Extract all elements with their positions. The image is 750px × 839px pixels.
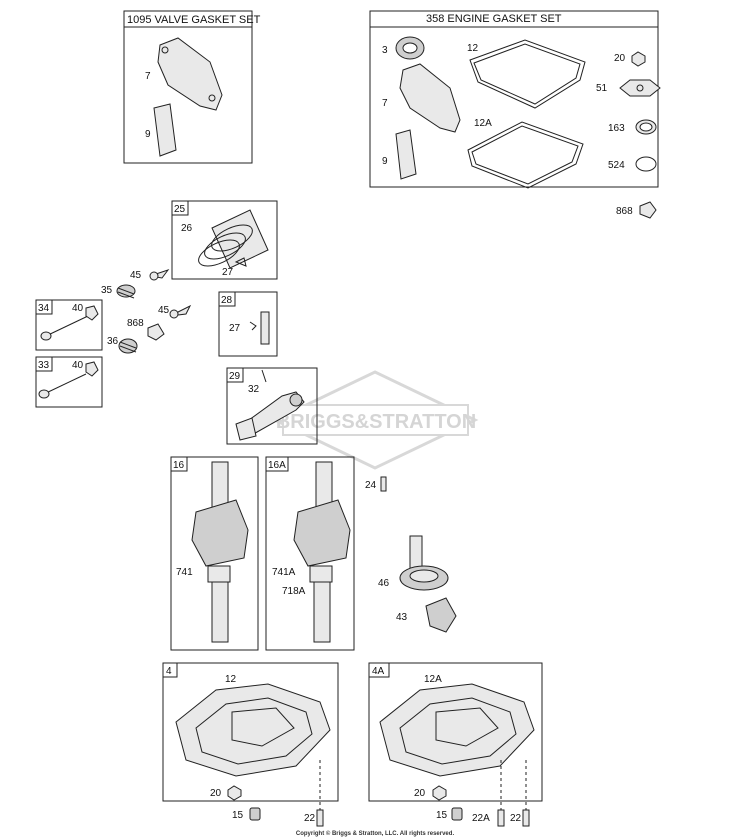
governor-43[interactable]: 43 <box>396 597 457 633</box>
label-35: 35 <box>101 285 113 296</box>
label-20-sump-alt: 20 <box>414 788 426 799</box>
sump-tag: 4 <box>166 666 172 677</box>
camshaft-46[interactable]: 46 <box>378 535 449 591</box>
label-718A: 718A <box>282 586 306 597</box>
nut-20-drawing <box>631 51 646 67</box>
intake-valve-group[interactable]: 33 40 <box>35 356 103 408</box>
label-40-exhaust: 40 <box>72 303 84 314</box>
piston-tag: 25 <box>174 204 186 215</box>
label-43: 43 <box>396 612 408 623</box>
piston-pin-group[interactable]: 28 27 <box>218 291 278 357</box>
label-868-mid: 868 <box>127 318 144 329</box>
sump-alt-group[interactable]: 4A 12A 20 <box>368 662 543 802</box>
sump-alt-tag: 4A <box>372 666 385 677</box>
label-22A: 22A <box>472 813 490 824</box>
screw-22-left[interactable]: 22 <box>304 809 324 827</box>
crankshaft-tag: 16 <box>173 460 185 471</box>
head-gasket-drawing <box>157 37 223 111</box>
crankshaft-alt-tag: 16A <box>268 460 286 471</box>
label-26: 26 <box>181 223 193 234</box>
label-12A-sump: 12A <box>424 674 442 685</box>
crankcase-gasket-alt-drawing <box>467 121 584 189</box>
label-7-engine: 7 <box>382 98 388 109</box>
label-9-engine: 9 <box>382 156 388 167</box>
connecting-rod-tag: 29 <box>229 371 241 382</box>
intake-valve-tag: 33 <box>38 360 50 371</box>
label-3: 3 <box>382 45 388 56</box>
copyright-notice: Copyright © Briggs & Stratton, LLC. All … <box>296 830 455 837</box>
label-45-lower: 45 <box>158 305 170 316</box>
label-741: 741 <box>176 567 193 578</box>
label-22-left: 22 <box>304 813 316 824</box>
sump-group[interactable]: 4 12 20 <box>162 662 339 802</box>
valve-gasket-set-group[interactable]: 1095 VALVE GASKET SET 7 9 <box>123 10 261 164</box>
label-12-sump: 12 <box>225 674 237 685</box>
valve-retainer-45-lower[interactable]: 45 <box>158 304 192 319</box>
exhaust-valve-group[interactable]: 34 40 <box>35 299 103 351</box>
valve-retainer-45-upper[interactable]: 45 <box>130 269 170 281</box>
label-741A: 741A <box>272 567 296 578</box>
label-868-top: 868 <box>616 206 633 217</box>
label-51: 51 <box>596 83 608 94</box>
plug-15-right[interactable]: 15 <box>436 807 463 821</box>
label-7: 7 <box>145 71 151 82</box>
label-32: 32 <box>248 384 260 395</box>
label-24: 24 <box>365 480 377 491</box>
pin-tag: 28 <box>221 295 233 306</box>
crankshaft-group[interactable]: 16 741 <box>170 456 259 651</box>
valve-retainer-868-top[interactable]: 868 <box>616 201 657 219</box>
label-27-piston: 27 <box>222 267 234 278</box>
label-46: 46 <box>378 578 390 589</box>
label-45-upper: 45 <box>130 270 142 281</box>
piston-drawing <box>211 209 269 269</box>
screw-22a[interactable]: 22A <box>472 809 505 827</box>
valve-spring-36[interactable]: 36 <box>107 336 138 354</box>
label-15-left: 15 <box>232 810 244 821</box>
label-40-intake: 40 <box>72 360 84 371</box>
label-27-pin: 27 <box>229 323 241 334</box>
label-22-right: 22 <box>510 813 522 824</box>
label-20-sump: 20 <box>210 788 222 799</box>
label-163: 163 <box>608 123 625 134</box>
key-24[interactable]: 24 <box>365 476 387 492</box>
exhaust-valve-tag: 34 <box>38 303 50 314</box>
valve-retainer-868-mid[interactable]: 868 <box>127 318 165 341</box>
crankcase-gasket-drawing <box>469 39 586 109</box>
cover-51-drawing <box>619 79 661 97</box>
brand-watermark: BRIGGS&STRATTON <box>271 370 479 470</box>
engine-gasket-set-group[interactable]: 358 ENGINE GASKET SET 3 12 7 12A 9 20 51… <box>369 10 661 189</box>
plug-15-left[interactable]: 15 <box>232 807 261 821</box>
screw-22-right[interactable]: 22 <box>510 809 530 827</box>
sump-alt-drawing <box>379 683 535 777</box>
engine-gasket-set-title: 358 ENGINE GASKET SET <box>426 13 562 25</box>
valve-gasket-set-title: 1095 VALVE GASKET SET <box>127 14 261 26</box>
label-36: 36 <box>107 336 119 347</box>
sump-drawing <box>175 683 331 777</box>
label-9: 9 <box>145 129 151 140</box>
label-15-right: 15 <box>436 810 448 821</box>
label-12: 12 <box>467 43 479 54</box>
valve-cover-gasket-2-drawing <box>395 129 417 180</box>
label-524: 524 <box>608 160 625 171</box>
connecting-rod-group[interactable]: 29 32 <box>226 367 318 445</box>
label-12A: 12A <box>474 118 492 129</box>
piston-pin-drawing <box>260 311 270 345</box>
label-20: 20 <box>614 53 626 64</box>
head-gasket-2-drawing <box>399 63 461 133</box>
piston-group[interactable]: 25 26 27 <box>171 200 278 280</box>
valve-spring-35[interactable]: 35 <box>101 284 136 299</box>
crankshaft-alt-group[interactable]: 16A 741A 718A <box>265 456 355 651</box>
watermark-text: BRIGGS&STRATTON <box>276 411 476 433</box>
ring-524-drawing <box>635 156 657 172</box>
valve-cover-gasket-drawing <box>153 103 177 157</box>
